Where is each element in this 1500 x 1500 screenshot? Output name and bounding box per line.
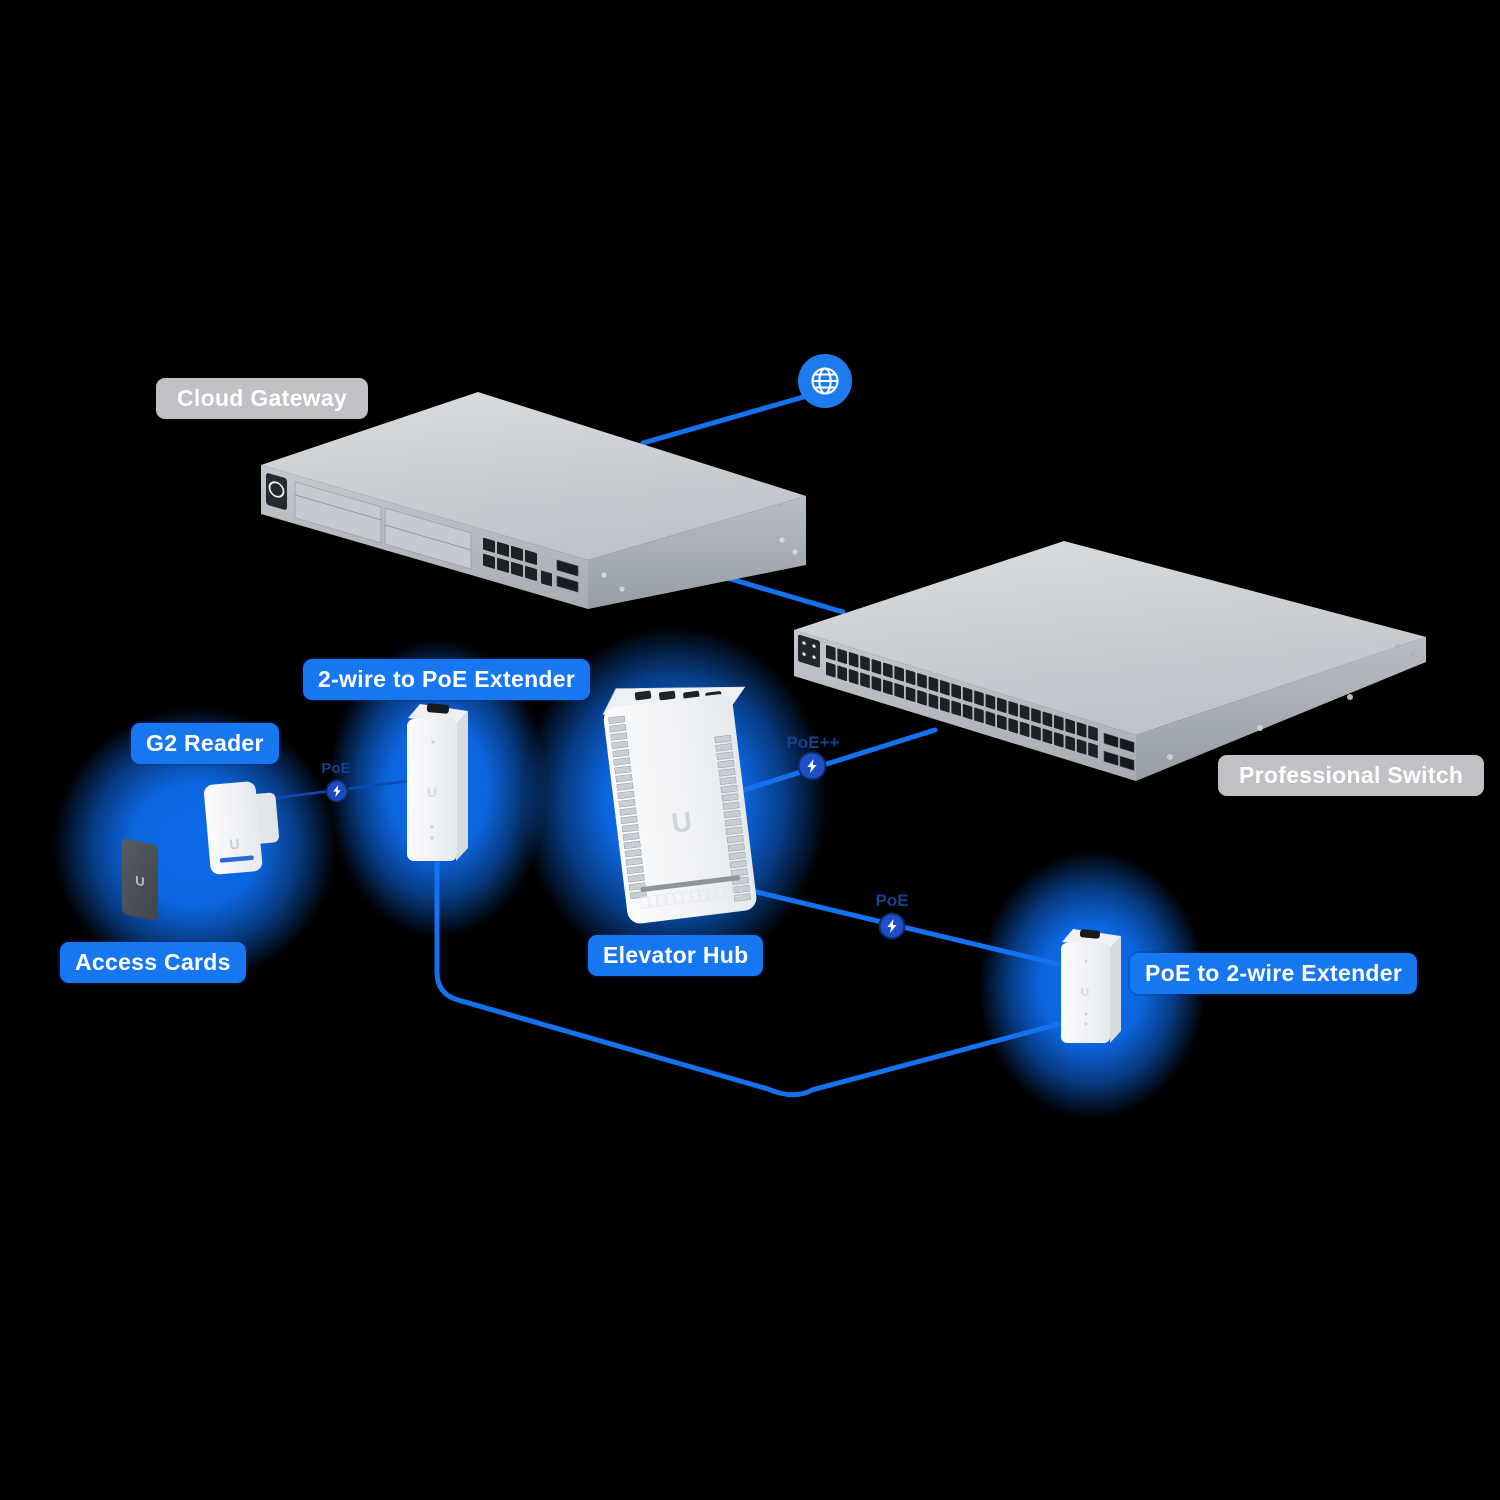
ubiquiti-logo: U: [427, 784, 437, 800]
2wire-to-poe-extender-label: 2-wire to PoE Extender: [303, 659, 591, 700]
cloud-gateway-label: Cloud Gateway: [156, 378, 369, 419]
g2-reader-label: G2 Reader: [131, 723, 279, 764]
poe-to-2wire-extender-label: PoE to 2-wire Extender: [1130, 953, 1418, 994]
connection-line-hub-extender: [745, 887, 1069, 969]
access-card-device: U: [122, 838, 158, 921]
lightning-bolt-icon: [333, 785, 341, 797]
access-cards-label: Access Cards: [60, 942, 246, 983]
poe-badge: [878, 912, 906, 940]
connection-line-extender-extender: [434, 855, 1085, 1098]
poe-plus-plus-badge: [797, 751, 827, 781]
professional-switch-device: [794, 541, 1426, 781]
g2-reader-device: U: [204, 781, 279, 875]
lightning-bolt-icon: [807, 759, 817, 773]
professional-switch-label: Professional Switch: [1218, 755, 1485, 796]
internet-globe-icon: [798, 354, 852, 408]
poe-plus-plus-connection-label: PoE++: [786, 733, 840, 752]
elevator-hub-device: U: [602, 686, 757, 924]
device-glow: [53, 707, 337, 983]
2wire-to-poe-extender-device: U: [407, 703, 468, 861]
poe-reader-badge: [325, 779, 349, 803]
ubiquiti-logo: U: [670, 806, 694, 839]
cloud-gateway-device: [261, 392, 806, 609]
poe-to-2wire-extender-device: U: [1061, 929, 1121, 1043]
ubiquiti-logo: U: [1081, 985, 1090, 999]
connection-line-internet-gateway: [640, 393, 810, 446]
ubiquiti-logo: U: [229, 836, 240, 853]
elevator-hub-label: Elevator Hub: [588, 935, 764, 976]
poe-reader-connection-label: PoE: [321, 760, 351, 777]
lightning-bolt-icon: [887, 919, 897, 933]
poe-connection-label: PoE: [875, 891, 909, 910]
ubiquiti-logo: U: [135, 873, 144, 890]
